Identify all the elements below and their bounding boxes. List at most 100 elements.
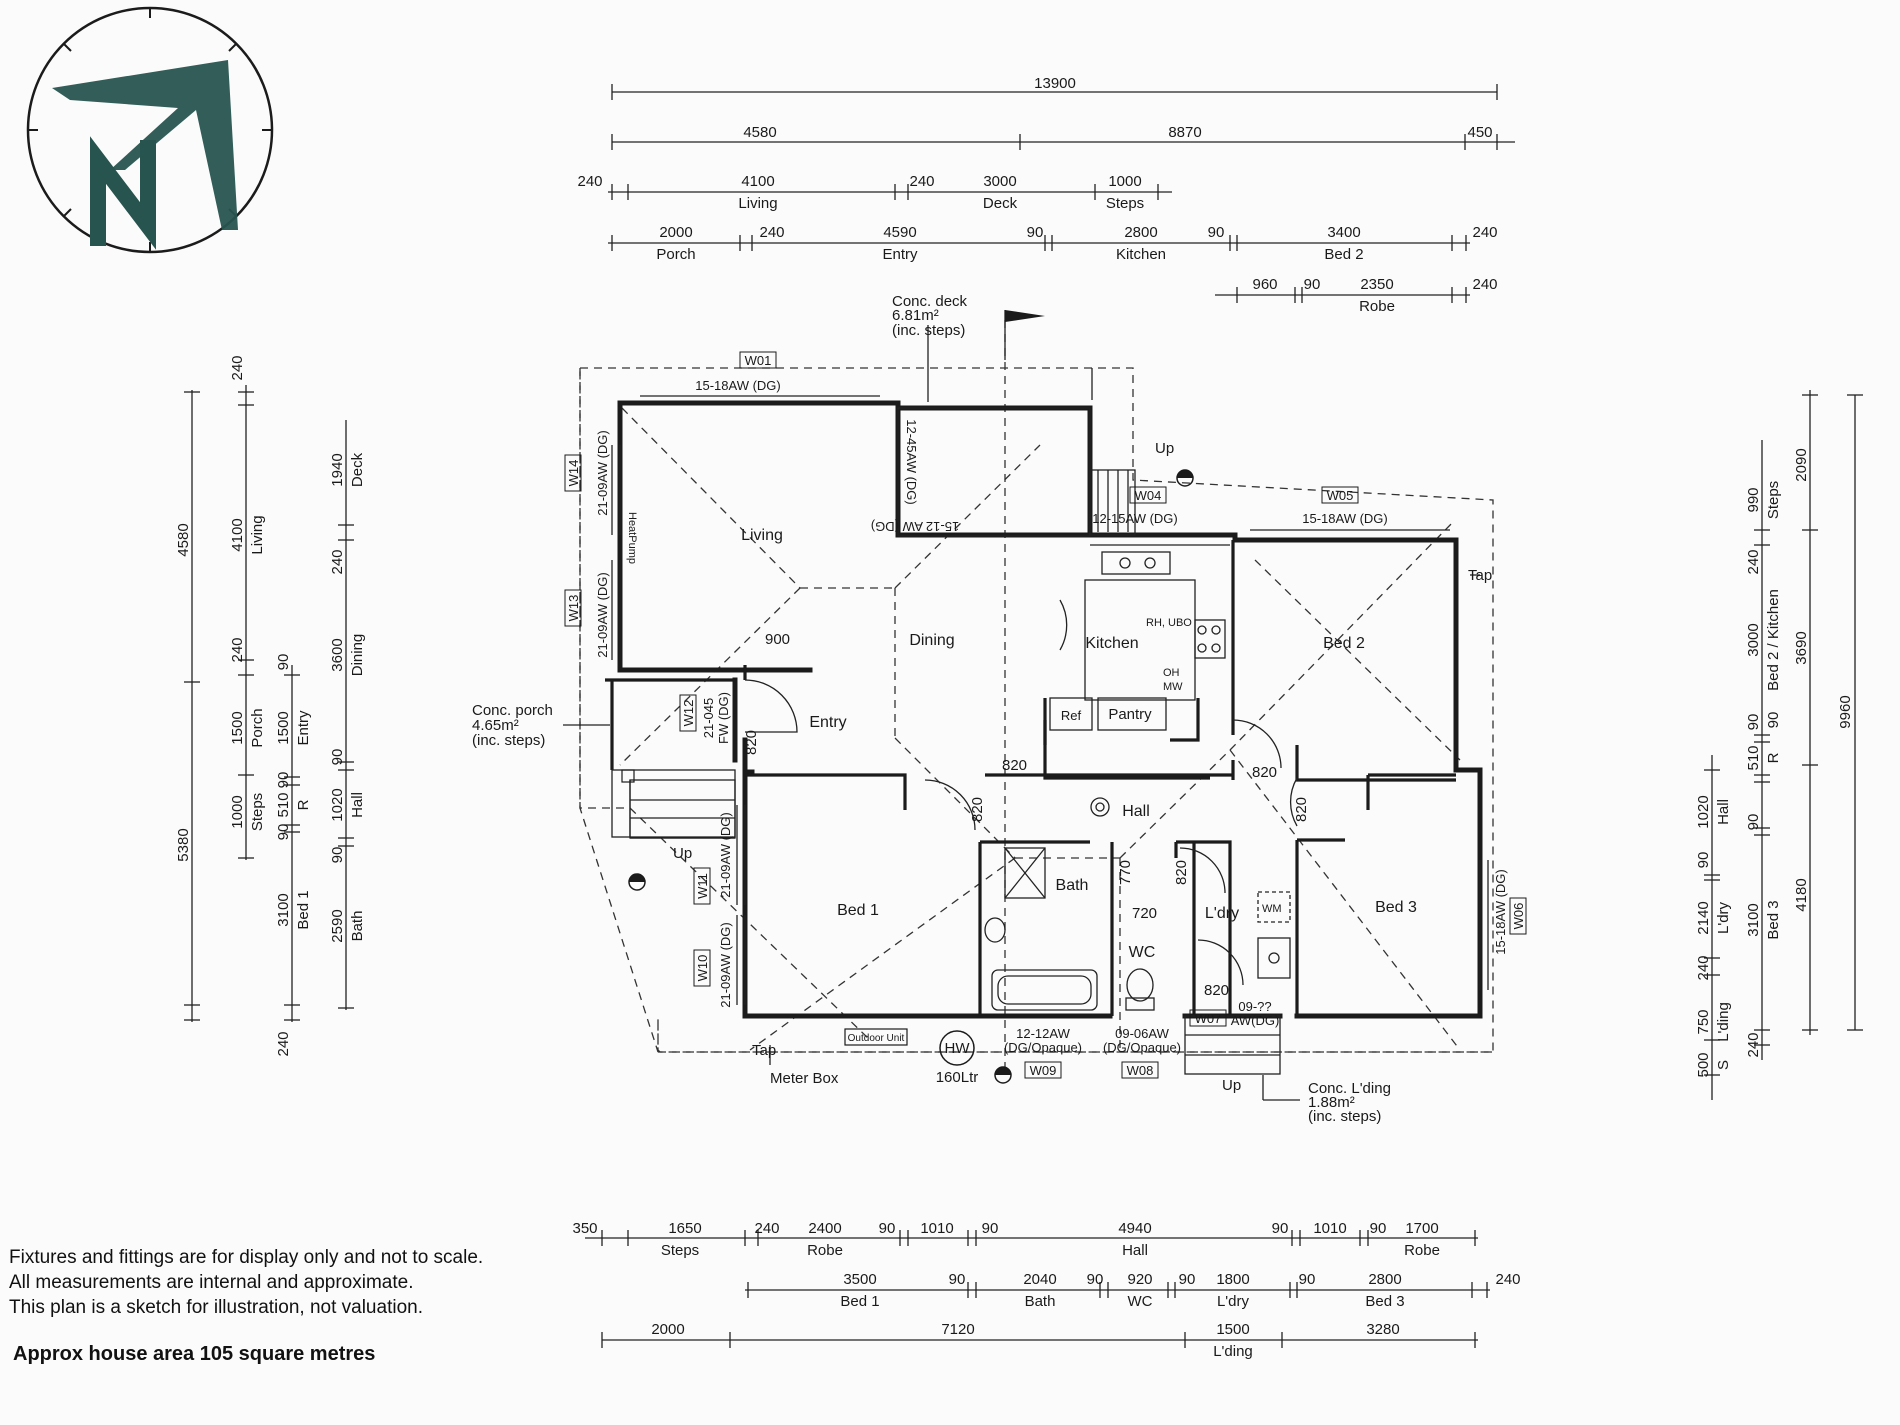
dim-top-bed2: 3400 [1327, 224, 1360, 241]
dim-bot-350: 350 [572, 1220, 597, 1237]
door-820-wc: 820 [1173, 860, 1190, 885]
dim-left-deck-label: Deck [349, 452, 366, 487]
room-ldry: L'dry [1205, 905, 1239, 922]
dim-900-label: 900 [765, 631, 790, 648]
dim-top-porch: 2000 [659, 224, 692, 241]
dim-left-hall-label: Hall [349, 792, 366, 818]
dim-right-bed3-label: Bed 3 [1765, 900, 1782, 939]
dim-bot-1500: 1500 [1216, 1321, 1249, 1338]
dim-bot-bed3-label: Bed 3 [1365, 1293, 1404, 1310]
conc-porch-note: (inc. steps) [472, 732, 545, 749]
window-deck-spec: 15-12 AW (DG) [871, 519, 959, 534]
conc-lding-label: Conc. L'ding [1308, 1080, 1391, 1097]
door-820-ldry: 820 [1204, 982, 1229, 999]
dim-left-living: 4100 [229, 518, 246, 551]
dim-right-9960: 9960 [1837, 695, 1854, 728]
dim-left-240b: 240 [229, 637, 246, 662]
conc-lding-area: 1.88m² [1308, 1094, 1355, 1111]
up-porch-label: Up [673, 845, 692, 862]
window-w06-spec: 15-18AW (DG) [1493, 869, 1508, 954]
dim-top-240b: 240 [909, 173, 934, 190]
dim-left-entry: 1500 [275, 711, 292, 744]
dim-top-living: 4100 [741, 173, 774, 190]
dim-bot-90b: 90 [982, 1220, 999, 1237]
dim-bot-3500: 3500 [843, 1271, 876, 1288]
dim-bot-1800: 1800 [1216, 1271, 1249, 1288]
room-pantry: Pantry [1108, 706, 1152, 723]
dim-left-bath: 2590 [329, 909, 346, 942]
dim-right-lding-label: L'ding [1715, 1002, 1732, 1042]
window-w10: W10 [695, 955, 710, 982]
dim-bot-240a: 240 [754, 1220, 779, 1237]
dim-bot-wc-label: WC [1128, 1293, 1153, 1310]
left-dimensions: 4580 5380 240 4100 Living 240 1500 Porch… [175, 355, 366, 1056]
dim-top-entry-label: Entry [882, 246, 918, 263]
dim-right-2140: 2140 [1695, 901, 1712, 934]
dim-bot-90a: 90 [879, 1220, 896, 1237]
window-w07: W07 [1195, 1011, 1222, 1026]
window-w06: W06 [1511, 903, 1526, 930]
window-w09-spec-b: (DG/Opaque) [1004, 1040, 1082, 1055]
dim-left-90e: 90 [329, 847, 346, 864]
door-820-bed2: 820 [1252, 764, 1277, 781]
dim-left-porch-label: Porch [249, 708, 266, 747]
disclaimer-notes: Fixtures and fittings are for display on… [9, 1245, 483, 1320]
right-dimensions: 2090 3690 4180 9960 990 Steps 240 3000 B… [1695, 390, 1863, 1100]
dim-top-steps-label: Steps [1106, 195, 1144, 212]
heat-pump-label: HeatPump [626, 512, 638, 564]
dim-bot-90g: 90 [1179, 1271, 1196, 1288]
dim-left-steps-label: Steps [249, 793, 266, 831]
kitchen-fixtures [1049, 544, 1230, 731]
dim-right-bed3: 3100 [1745, 903, 1762, 936]
dim-bot-90f: 90 [1087, 1271, 1104, 1288]
window-w04-spec: 12-15AW (DG) [1092, 511, 1177, 526]
dim-bot-bath-label: Bath [1025, 1293, 1056, 1310]
window-deck-spec2: 12-45AW (DG) [904, 419, 919, 504]
room-wc: WC [1129, 944, 1156, 961]
dim-right-bed2-kitchen-label: Bed 2 / Kitchen [1765, 589, 1782, 691]
door-820-entry: 820 [743, 730, 760, 755]
dim-right-90a: 90 [1745, 714, 1762, 731]
window-w01: W01 [745, 353, 772, 368]
window-w08-spec-b: (DG/Opaque) [1103, 1040, 1181, 1055]
window-w09-spec-a: 12-12AW [1016, 1026, 1070, 1041]
dim-bot-robe2-label: Robe [1404, 1242, 1440, 1259]
dim-720-label: 720 [1132, 905, 1157, 922]
dim-bot-robe-label: Robe [807, 1242, 843, 1259]
dim-left-dining: 3600 [329, 638, 346, 671]
dim-left-bed1: 3100 [275, 893, 292, 926]
window-w08-spec-a: 09-06AW [1115, 1026, 1169, 1041]
dim-bot-90d: 90 [1370, 1220, 1387, 1237]
room-dining: Dining [909, 632, 954, 649]
conc-deck-note: (inc. steps) [892, 322, 965, 339]
note-line-1: Fixtures and fittings are for display on… [9, 1247, 484, 1268]
dim-left-90d: 90 [329, 749, 346, 766]
conc-lding-note: (inc. steps) [1308, 1108, 1381, 1125]
dim-right-steps-label: Steps [1765, 481, 1782, 519]
window-w01-spec: 15-18AW (DG) [695, 378, 780, 393]
dim-bot-90e: 90 [949, 1271, 966, 1288]
window-w12-spec-b: FW (DG) [716, 692, 731, 744]
dim-bot-2000: 2000 [651, 1321, 684, 1338]
dim-left-deck: 1940 [329, 453, 346, 486]
dim-top-90c: 90 [1304, 276, 1321, 293]
hw-label: HW [945, 1040, 971, 1057]
note-line-2: All measurements are internal and approx… [9, 1272, 414, 1293]
dim-left-510: 510 [275, 792, 292, 817]
door-820-bed3: 820 [1293, 797, 1310, 822]
window-w13: W13 [566, 595, 581, 622]
dim-right-990: 990 [1745, 487, 1762, 512]
dim-top-total: 13900 [1034, 75, 1076, 92]
dim-right-240a: 240 [1745, 549, 1762, 574]
window-w07-spec-b: AW(DG) [1231, 1013, 1280, 1028]
dim-right-750: 750 [1695, 1009, 1712, 1034]
conc-porch-area: 4.65m² [472, 717, 519, 734]
dim-bot-hall-label: Hall [1122, 1242, 1148, 1259]
window-w07-spec-a: 09-?? [1238, 999, 1271, 1014]
house-area-caption: Approx house area 105 square metres [13, 1343, 376, 1365]
dim-bot-90c: 90 [1272, 1220, 1289, 1237]
dim-right-240c: 240 [1695, 955, 1712, 980]
north-flag-icon [1004, 310, 1045, 360]
tap-south-label: Tap [752, 1042, 776, 1059]
interior-walls [743, 540, 1456, 1016]
